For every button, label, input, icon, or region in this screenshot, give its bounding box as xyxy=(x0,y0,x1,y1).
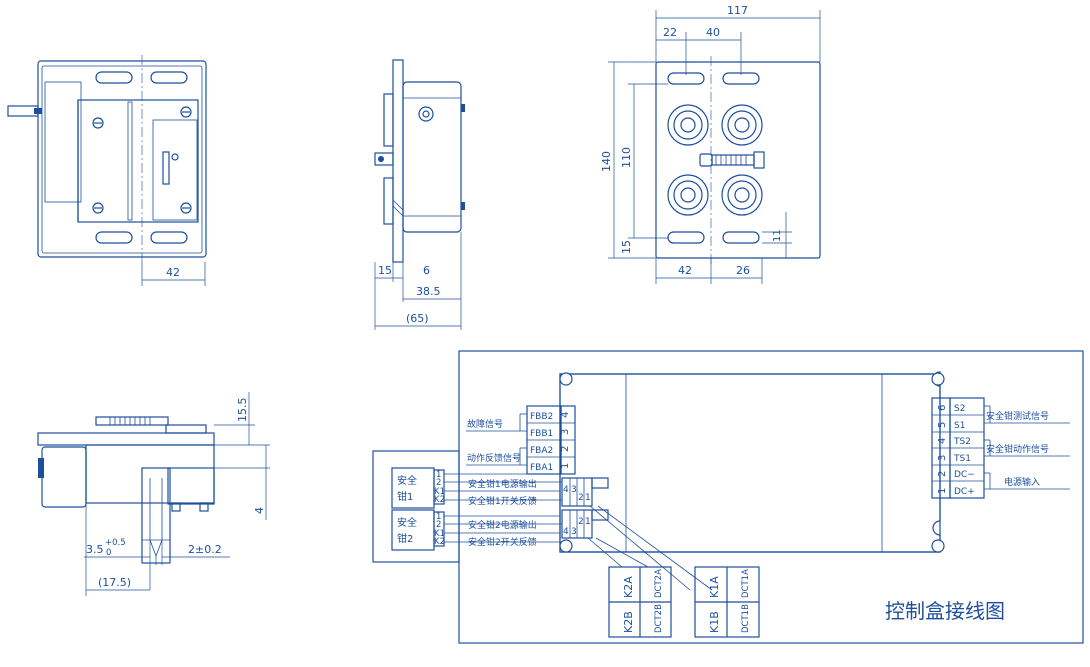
dim-42b: 42 xyxy=(678,264,692,277)
clamp2-pin-k1: K1 xyxy=(434,529,445,539)
wire-clamp1-power: 安全钳1电源输出 xyxy=(468,478,537,490)
wire-clamp2-switch: 安全钳2开关反馈 xyxy=(468,536,537,548)
dim-3-5-tol-low: 0 xyxy=(106,548,111,558)
right-term-label-s1: S1 xyxy=(954,421,965,431)
dim-65: (65) xyxy=(406,312,429,325)
conn-upper-1: 1 xyxy=(585,493,591,503)
right-term-num-4: 4 xyxy=(937,438,948,444)
clamp1-pin-k2: K2 xyxy=(434,495,445,505)
clamp1-name-1: 安全 xyxy=(397,474,417,487)
left-term-num-1: 1 xyxy=(560,463,571,469)
right-term-num-5: 5 xyxy=(937,422,948,428)
conn-lower-2: 2 xyxy=(578,517,584,527)
left-term-num-4: 4 xyxy=(560,412,571,418)
right-term-label-ts2: TS2 xyxy=(953,437,971,447)
dim-26: 26 xyxy=(736,264,750,277)
dim-110: 110 xyxy=(620,147,633,168)
dim-17-5: (17.5) xyxy=(98,576,131,589)
dim-4: 4 xyxy=(253,507,266,514)
front-view: 42 xyxy=(7,55,207,286)
k1b-label: K1B xyxy=(708,611,721,633)
wiring-diagram: FBB2 FBB1 FBA2 FBA1 4 3 2 1 故障信号 动作反馈信号 … xyxy=(372,350,1084,644)
dim-2-tol: 2±0.2 xyxy=(188,543,222,556)
right-term-label-dcm: DC− xyxy=(954,470,975,480)
clamp2-name-1: 安全 xyxy=(397,516,417,529)
left-term-num-3: 3 xyxy=(560,429,571,435)
clamp2-pin-k2: K2 xyxy=(434,537,445,547)
dim-15b: 15 xyxy=(620,240,633,254)
right-term-num-2: 2 xyxy=(937,471,948,477)
conn-lower-3: 3 xyxy=(571,527,577,537)
right-term-label-dcp: DC+ xyxy=(954,487,975,497)
dct1a-label: DCT1A xyxy=(741,569,751,598)
clamp1-pin-2: 2 xyxy=(436,478,441,488)
signal-clamp-test: 安全钳测试信号 xyxy=(986,410,1049,422)
right-term-num-6: 6 xyxy=(937,405,948,411)
dim-11: 11 xyxy=(772,229,783,242)
right-term-num-3: 3 xyxy=(937,455,948,461)
dct2b-label: DCT2B xyxy=(654,604,664,633)
side-view: 15 6 38.5 (65) xyxy=(374,59,465,330)
left-term-label-4: FBB2 xyxy=(530,412,553,422)
left-term-label-2: FBA2 xyxy=(530,446,553,456)
clamp2-pin-1: 1 xyxy=(436,512,441,522)
dim-40: 40 xyxy=(706,26,720,39)
signal-fault: 故障信号 xyxy=(467,418,503,430)
dim-3-5: 3.5 xyxy=(86,543,104,556)
right-term-label-s2: S2 xyxy=(954,404,965,414)
dim-15: 15 xyxy=(378,264,392,277)
dim-38-5: 38.5 xyxy=(416,285,441,298)
left-term-num-2: 2 xyxy=(560,446,571,452)
conn-upper-3: 3 xyxy=(571,485,577,495)
signal-clamp-action: 安全钳动作信号 xyxy=(986,443,1049,455)
conn-upper-4: 4 xyxy=(563,485,569,495)
left-term-label-3: FBB1 xyxy=(530,429,553,439)
clamp2-name-2: 钳2 xyxy=(397,532,413,545)
k1a-label: K1A xyxy=(708,576,721,598)
wire-clamp2-power: 安全钳2电源输出 xyxy=(468,519,537,531)
dct1b-label: DCT1B xyxy=(741,604,751,633)
section-view: 15.5 4 3.5 +0.5 0 2±0.2 (17.5) xyxy=(37,392,270,596)
dim-3-5-tol-up: +0.5 xyxy=(105,538,126,548)
conn-lower-4: 4 xyxy=(563,527,569,537)
signal-power-input: 电源输入 xyxy=(1004,476,1040,488)
left-term-label-1: FBA1 xyxy=(530,463,553,473)
dim-6: 6 xyxy=(423,264,430,277)
clamp1-name-2: 钳1 xyxy=(397,490,413,503)
k2a-label: K2A xyxy=(622,576,635,598)
wiring-title: 控制盒接线图 xyxy=(885,599,1005,623)
clamp1-pin-k1: K1 xyxy=(434,487,445,497)
dim-15-5: 15.5 xyxy=(236,398,249,423)
wire-clamp1-switch: 安全钳1开关反馈 xyxy=(468,495,537,507)
right-term-label-ts1: TS1 xyxy=(953,454,971,464)
dim-117: 117 xyxy=(727,4,748,17)
conn-upper-2: 2 xyxy=(578,493,584,503)
conn-lower-1: 1 xyxy=(585,517,591,527)
signal-action-feedback: 动作反馈信号 xyxy=(467,452,521,464)
dim-22: 22 xyxy=(663,26,677,39)
k2b-label: K2B xyxy=(622,611,635,633)
dct2a-label: DCT2A xyxy=(654,569,664,598)
dim-140: 140 xyxy=(600,151,613,172)
dim-42: 42 xyxy=(166,266,180,279)
back-view: 117 22 40 140 110 15 11 42 26 xyxy=(600,4,821,284)
clamp1-pin-1: 1 xyxy=(436,470,441,480)
clamp2-pin-2: 2 xyxy=(436,520,441,530)
right-term-num-1: 1 xyxy=(937,488,948,494)
